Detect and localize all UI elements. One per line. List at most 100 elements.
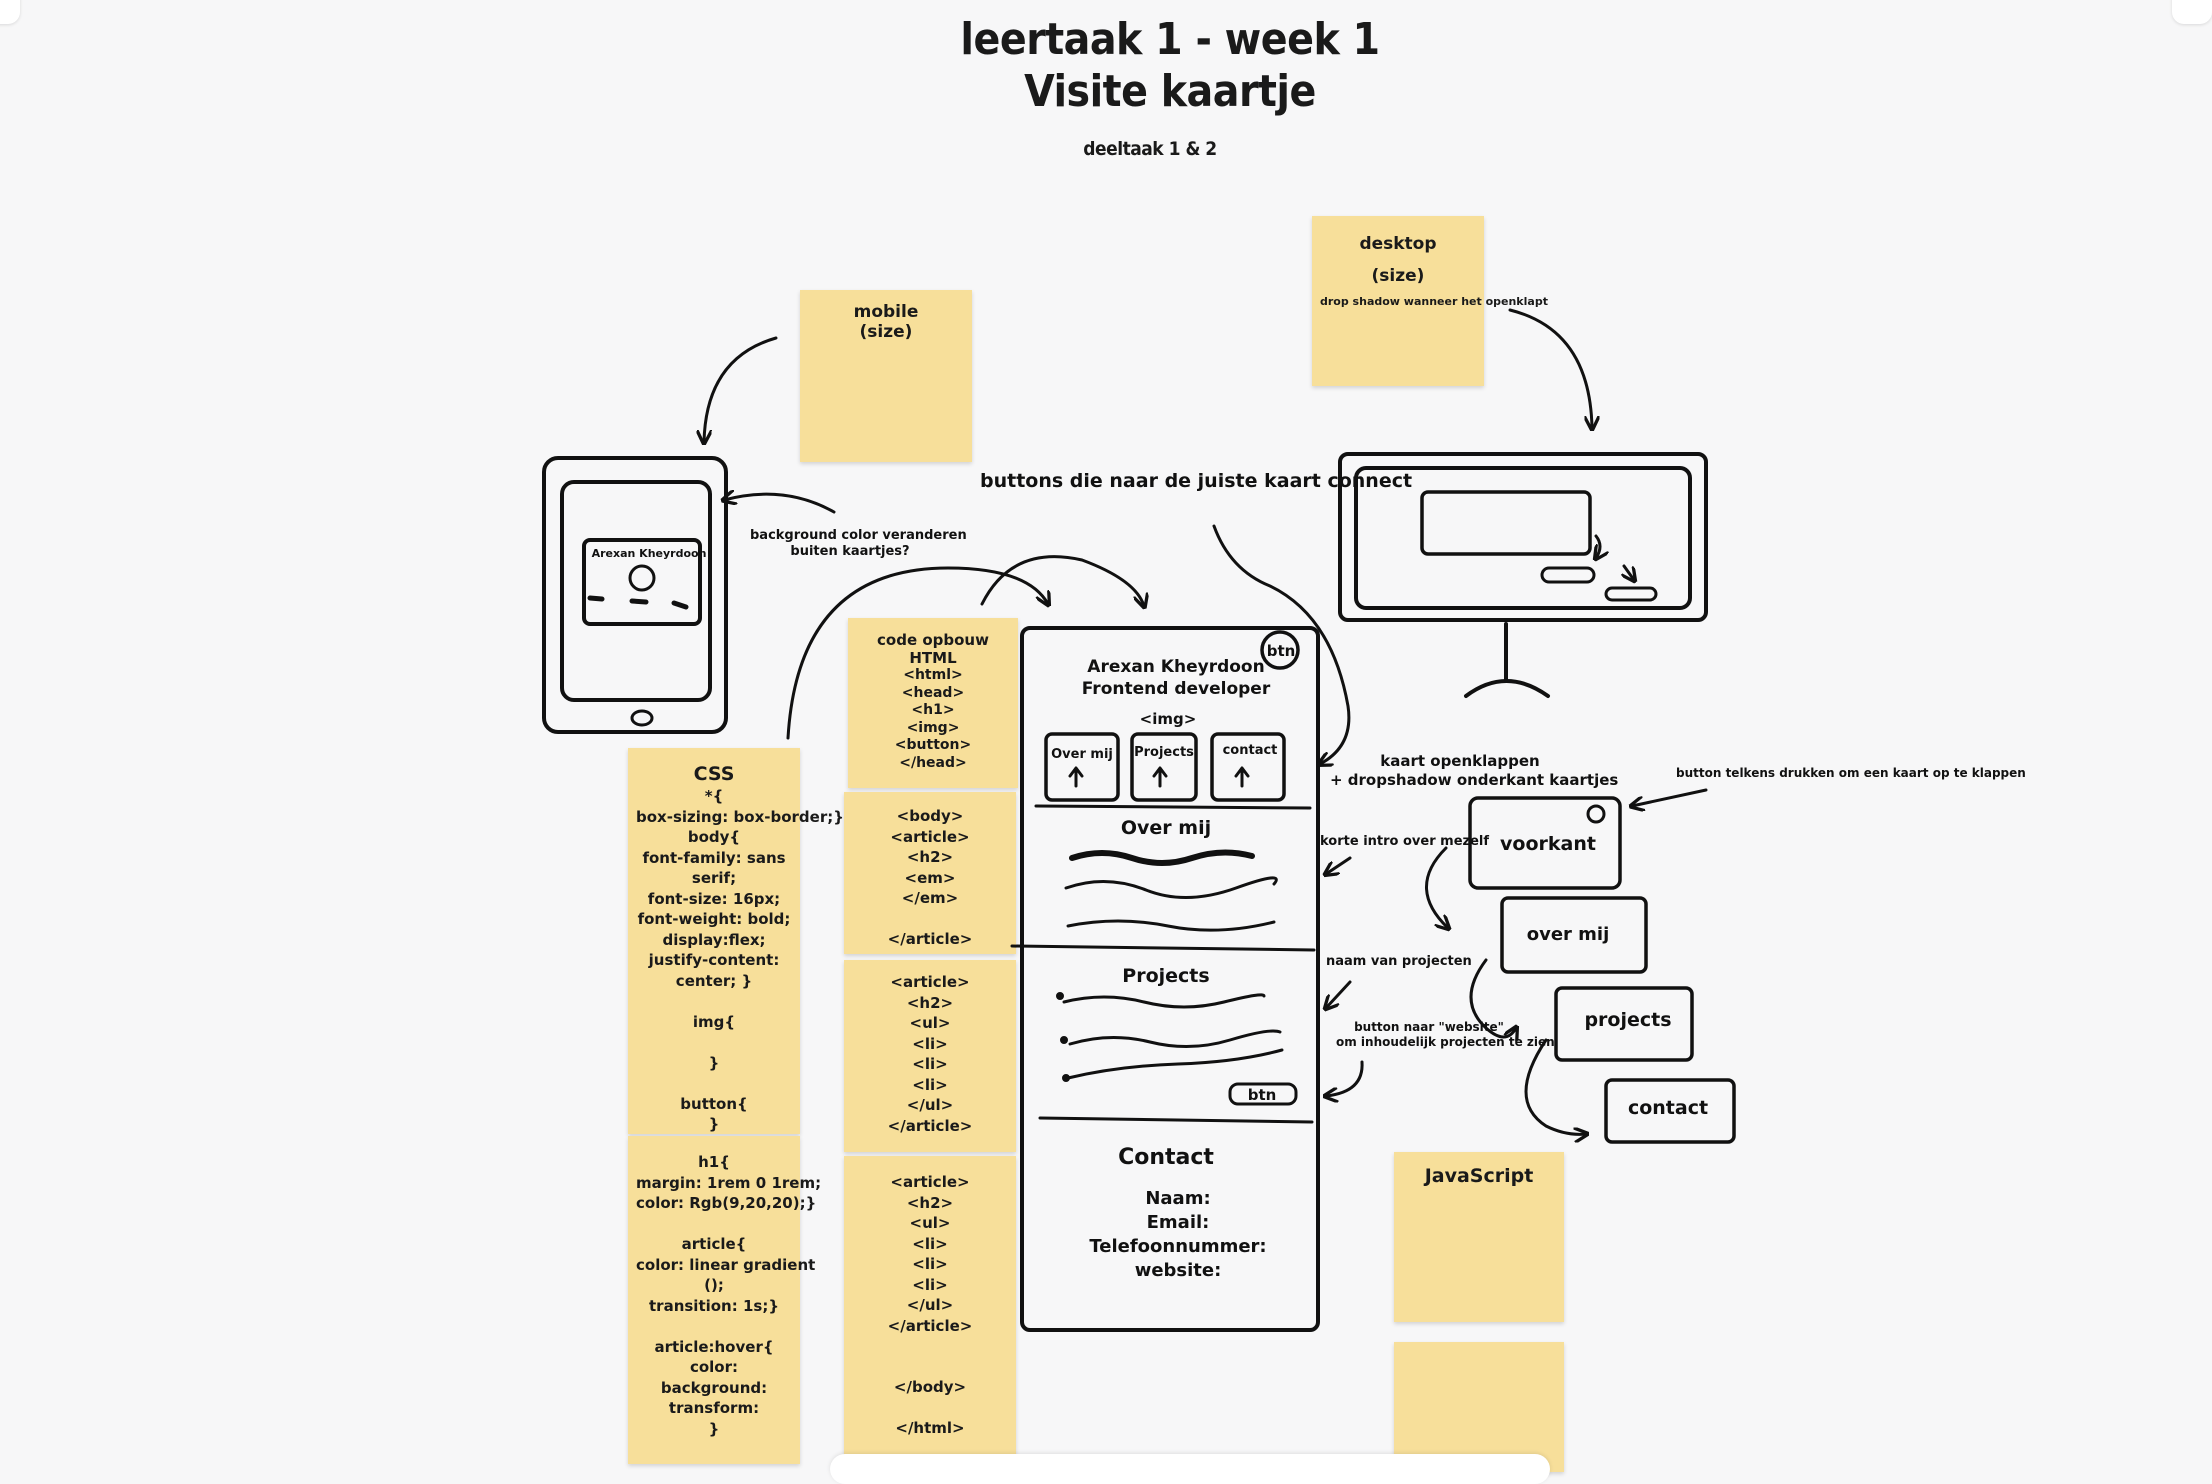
sticky-line: JavaScript (1424, 1165, 1534, 1187)
sticky-line: <li> (912, 1255, 948, 1273)
sticky-line: button{ (680, 1094, 748, 1113)
flow-projects: projects (1584, 1009, 1671, 1031)
top-right-corner-panel (2172, 0, 2212, 24)
sticky-line: color: (689, 1358, 739, 1376)
sticky-line: justify-content: (648, 951, 780, 969)
sticky-note-css[interactable]: CSS*{box-sizing: box-border;}body{font-f… (628, 748, 844, 1134)
sticky-line: display:flex; (662, 930, 766, 949)
sticky-line: margin: 1rem 0 1rem; (636, 1173, 822, 1192)
sticky-line: <li> (912, 1275, 948, 1294)
arrows (704, 308, 1708, 1134)
sticky-line: </html> (895, 1419, 965, 1437)
sticky-note-mobile[interactable]: mobile(size) (800, 290, 972, 462)
sticky-line: <body> (896, 807, 964, 825)
contact-field-telefoon: Telefoonnummer: (1089, 1236, 1266, 1257)
sticky-line: <article> (890, 827, 970, 846)
sticky-line: h1{ (698, 1153, 730, 1171)
sticky-note-css-continued[interactable]: h1{ margin: 1rem 0 1rem; color: Rgb(9,20,2… (628, 1136, 822, 1464)
sticky-line: </ul> (906, 1096, 954, 1114)
sticky-note-javascript[interactable]: JavaScript (1394, 1152, 1564, 1322)
sticky-line: </head> (899, 754, 967, 771)
sticky-line: </body> (893, 1378, 967, 1396)
sticky-line: transform: (668, 1399, 760, 1417)
sticky-line: } (708, 1053, 720, 1072)
section-contact: Contact (1118, 1145, 1214, 1170)
note-naam-projecten: naam van projecten (1326, 954, 1472, 969)
nav-button-projects: Projects (1134, 745, 1194, 760)
contact-field-email: Email: (1147, 1212, 1210, 1233)
sticky-line: *{ (704, 787, 724, 805)
tablet-sketch: Arexan Kheyrdoon (542, 456, 728, 734)
card-btn-label: btn (1267, 642, 1296, 660)
sticky-note-html-article-contact[interactable]: <article> <h2> <ul> <li> <li> <li> </ul> </arti… (844, 1156, 1016, 1464)
sticky-line: <h1> (911, 702, 955, 718)
sticky-line: <li> (912, 1075, 948, 1094)
nav-button-contact: contact (1223, 743, 1278, 758)
sticky-note-html-body[interactable]: <body> <article> <h2> <em> </em> </article> (844, 792, 1016, 954)
title-line-1: leertaak 1 - week 1 (960, 14, 1380, 65)
sticky-line: <img> (906, 719, 960, 736)
card-role: Frontend developer (1082, 679, 1271, 699)
sticky-line: <html> (903, 667, 963, 683)
sticky-line: <article> (890, 1173, 970, 1191)
sticky-note-desktop[interactable]: desktop(size)drop shadow wanneer het ope… (1312, 216, 1548, 386)
card-flow-sketch: voorkant over mij projects contact (1468, 796, 1736, 1144)
nav-button-over-mij: Over mij (1051, 747, 1113, 762)
title-line-2: Visite kaartje (1024, 66, 1316, 117)
sticky-line: serif; (691, 869, 737, 887)
section-over-mij: Over mij (1121, 817, 1211, 839)
sticky-line: <h2> (906, 848, 954, 866)
monitor-sketch (1338, 452, 1708, 698)
sticky-line: mobile (853, 302, 919, 322)
sticky-line: code opbouw (877, 631, 989, 649)
note-background-color: background color veranderen buiten kaart… (750, 528, 967, 559)
sticky-line: <ul> (909, 1214, 951, 1232)
sticky-line: (); (704, 1276, 724, 1294)
flow-contact: contact (1628, 1097, 1708, 1119)
sticky-line: <h2> (906, 993, 954, 1012)
sticky-line: } (708, 1419, 720, 1438)
sticky-note-empty[interactable] (1394, 1342, 1564, 1472)
contact-field-website: website: (1135, 1260, 1222, 1281)
sticky-line: transition: 1s;} (649, 1296, 779, 1315)
sticky-line: </article> (887, 1116, 973, 1135)
sticky-line: (size) (1371, 266, 1425, 286)
section-projects: Projects (1122, 965, 1209, 987)
sticky-line: desktop (1359, 234, 1437, 254)
sticky-line: <li> (912, 1055, 948, 1073)
sticky-line: <em> (904, 868, 956, 887)
sticky-line: </article> (887, 930, 973, 948)
sticky-line: </ul> (906, 1296, 954, 1314)
sticky-line: img{ (692, 1012, 736, 1031)
sticky-line: article:hover{ (654, 1337, 774, 1356)
sticky-line: <li> (912, 1234, 948, 1253)
sticky-note-html-article-projects[interactable]: <article><h2><ul><li><li><li></ul></arti… (844, 960, 1016, 1152)
sticky-line: CSS (693, 763, 735, 785)
contact-field-naam: Naam: (1145, 1188, 1210, 1209)
sticky-line: </article> (887, 1316, 973, 1335)
projects-btn-label: btn (1248, 1086, 1277, 1104)
board-subtitle: deeltaak 1 & 2 (1083, 138, 1217, 160)
tablet-card-name: Arexan Kheyrdoon (592, 547, 707, 560)
sticky-line: font-weight: bold; (637, 910, 791, 928)
sticky-line: article{ (681, 1235, 747, 1253)
sticky-line: font-size: 16px; (647, 889, 781, 908)
card-wireframe-sketch: btn Arexan Kheyrdoon Frontend developer … (1010, 626, 1320, 1332)
sticky-line: } (708, 1115, 720, 1133)
sticky-line: <ul> (909, 1014, 951, 1032)
sticky-line: (size) (859, 322, 913, 342)
card-name: Arexan Kheyrdoon (1087, 657, 1264, 677)
board-title: leertaak 1 - week 1 Visite kaartje (900, 14, 1440, 118)
flow-voorkant: voorkant (1500, 833, 1596, 855)
sticky-line: <head> (901, 684, 965, 701)
sticky-line: body{ (687, 828, 741, 846)
sticky-line: <h2> (906, 1193, 954, 1212)
sticky-line: center; } (675, 971, 753, 990)
bottom-toolbar[interactable] (830, 1454, 1550, 1484)
sticky-line: <button> (894, 737, 972, 753)
sticky-line: </em> (901, 889, 959, 907)
sticky-line: color: Rgb(9,20,20);} (636, 1194, 817, 1212)
